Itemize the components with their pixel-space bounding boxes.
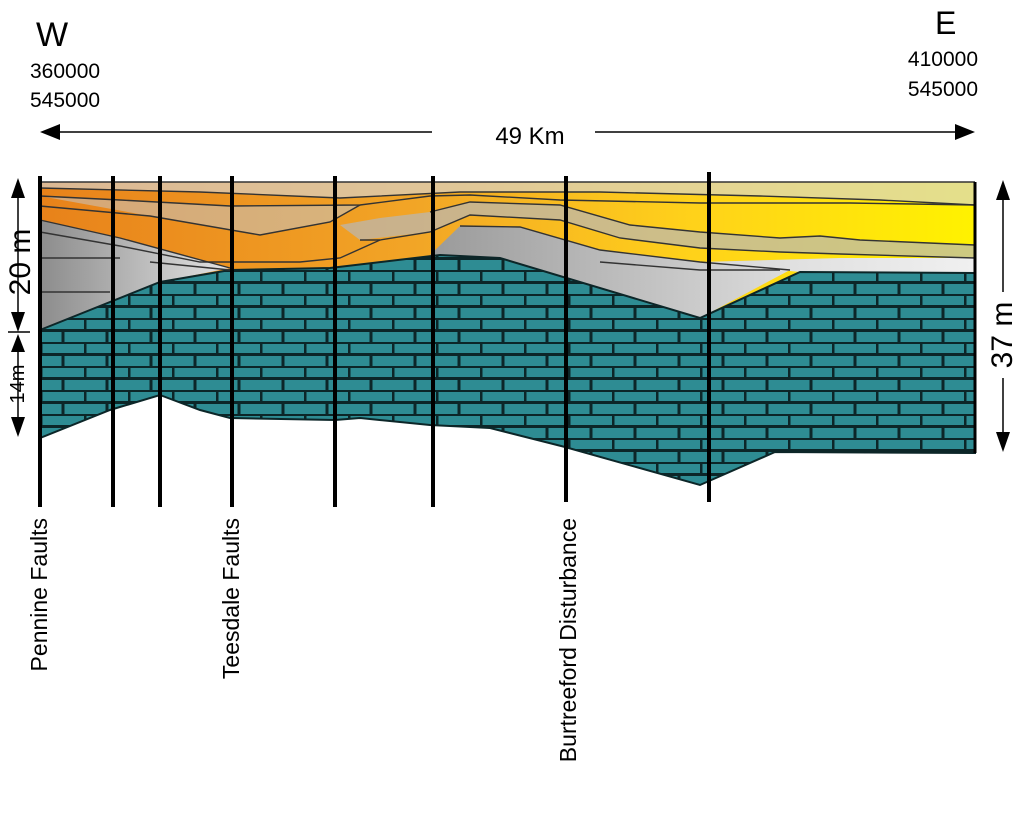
shale-trough-central: [430, 226, 790, 318]
section-body: [38, 181, 977, 487]
burtreeford-disturbance-label: Burtreeford Disturbance: [555, 518, 581, 762]
left-scale: [8, 178, 30, 437]
east-direction-label: E: [935, 5, 956, 41]
right-scale-label: 37 m: [986, 302, 1016, 369]
fault-lines: [38, 172, 711, 507]
left-scale-lower-label: 14m: [7, 365, 29, 404]
pennine-faults-label: Pennine Faults: [26, 518, 52, 671]
teesdale-faults-label: Teesdale Faults: [218, 518, 244, 679]
shale-band-east: [700, 258, 975, 273]
section-length-label: 49 Km: [495, 123, 564, 150]
section-length-arrow: [40, 124, 975, 140]
left-scale-upper-label: 20 m: [4, 229, 37, 296]
shale-band-top: [40, 182, 975, 205]
west-easting: 360000: [30, 60, 100, 83]
shale-wedge-west: [40, 220, 230, 330]
limestone-body: [39, 253, 976, 487]
east-northing: 545000: [908, 78, 978, 101]
west-northing: 545000: [30, 89, 100, 112]
right-scale: [988, 180, 1016, 452]
east-easting: 410000: [908, 48, 978, 71]
west-direction-label: W: [36, 16, 68, 54]
